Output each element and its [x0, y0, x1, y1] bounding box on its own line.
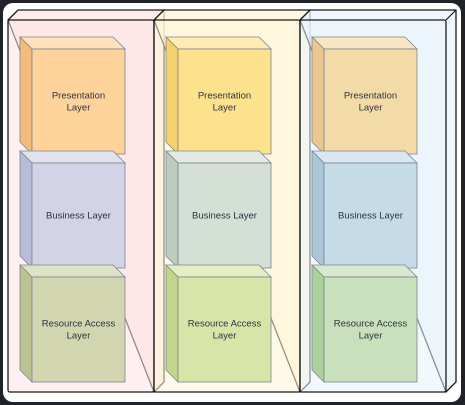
- layer-box-2-2: Business Layer: [165, 150, 272, 269]
- layer-label-line: Presentation: [198, 91, 251, 102]
- layer-label: Business Layer: [192, 211, 257, 222]
- layer-box-side-face: [19, 150, 33, 269]
- layer-box-top-face: [311, 36, 418, 50]
- layer-box-front-face: [323, 48, 418, 155]
- layer-label-line: Resource Access: [188, 319, 262, 330]
- layer-box-front-face: [31, 276, 126, 383]
- layer-box-side-face: [165, 36, 179, 155]
- layer-box-top-face: [19, 150, 126, 164]
- layer-box-side-face: [165, 264, 179, 383]
- layer-box-side-face: [311, 36, 325, 155]
- layer-label-line: Layer: [67, 331, 91, 342]
- layer-label: Business Layer: [46, 211, 111, 222]
- layer-box-front-face: [177, 48, 272, 155]
- layer-label-line: Presentation: [52, 91, 105, 102]
- layer-label-line: Layer: [359, 331, 383, 342]
- layer-box-side-face: [311, 150, 325, 269]
- layer-box-top-face: [165, 150, 272, 164]
- layer-box-top-face: [165, 36, 272, 50]
- layer-box-front-face: [177, 276, 272, 383]
- layer-box-top-face: [19, 264, 126, 278]
- layer-box-front-face: [323, 276, 418, 383]
- layer-label: Business Layer: [338, 211, 403, 222]
- layer-label-line: Business Layer: [192, 211, 257, 222]
- layer-box-side-face: [311, 264, 325, 383]
- layer-box-top-face: [311, 264, 418, 278]
- tier-container-edge: [445, 9, 457, 21]
- layer-box-top-face: [19, 36, 126, 50]
- layer-label-line: Presentation: [344, 91, 397, 102]
- layer-box-1-2: Business Layer: [19, 150, 126, 269]
- layer-box-front-face: [323, 162, 418, 269]
- layer-label-line: Business Layer: [46, 211, 111, 222]
- layer-box-top-face: [311, 150, 418, 164]
- layer-label-line: Resource Access: [42, 319, 116, 330]
- layer-box-side-face: [19, 264, 33, 383]
- layer-box-top-face: [165, 264, 272, 278]
- layer-box-front-face: [31, 48, 126, 155]
- layer-label-line: Layer: [67, 103, 91, 114]
- layer-label-line: Layer: [213, 331, 237, 342]
- layer-label-line: Layer: [213, 103, 237, 114]
- layer-label-line: Business Layer: [338, 211, 403, 222]
- layer-label-line: Resource Access: [334, 319, 408, 330]
- layer-box-side-face: [19, 36, 33, 155]
- layer-box-side-face: [165, 150, 179, 269]
- layer-label-line: Layer: [359, 103, 383, 114]
- layer-box-3-2: Business Layer: [311, 150, 418, 269]
- layer-box-front-face: [31, 162, 126, 269]
